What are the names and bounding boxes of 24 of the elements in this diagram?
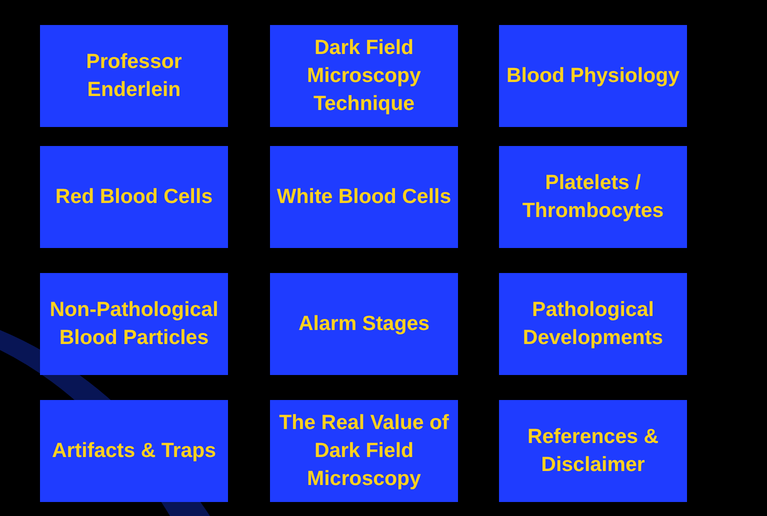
topic-box [499, 146, 687, 248]
topic-box [499, 273, 687, 375]
topic-title: Red Blood Cells [55, 184, 213, 210]
topic-box [40, 273, 228, 375]
topic-title: White Blood Cells [276, 184, 452, 210]
topic-box [270, 25, 458, 127]
topic-title: Alarm Stages [298, 311, 430, 337]
topic-title: Pathological Developments [522, 297, 664, 351]
topic-title: References & Disclaimer [526, 424, 660, 478]
topic-title: Dark Field Microscopy Technique [306, 35, 422, 117]
topic-box [270, 146, 458, 248]
topic-box [40, 25, 228, 127]
topic-box [40, 146, 228, 248]
topic-box [270, 400, 458, 502]
topic-title: Non-Pathological Blood Particles [48, 297, 220, 351]
topic-box [270, 273, 458, 375]
topic-box [499, 400, 687, 502]
topic-title: Blood Physiology [506, 63, 680, 89]
topic-box [40, 400, 228, 502]
topic-title: Platelets / Thrombocytes [521, 170, 665, 224]
topic-title: Artifacts & Traps [52, 438, 216, 464]
topic-box [499, 25, 687, 127]
topic-title: The Real Value of Dark Field Microscopy [278, 410, 450, 492]
topic-title: Professor Enderlein [85, 49, 183, 103]
